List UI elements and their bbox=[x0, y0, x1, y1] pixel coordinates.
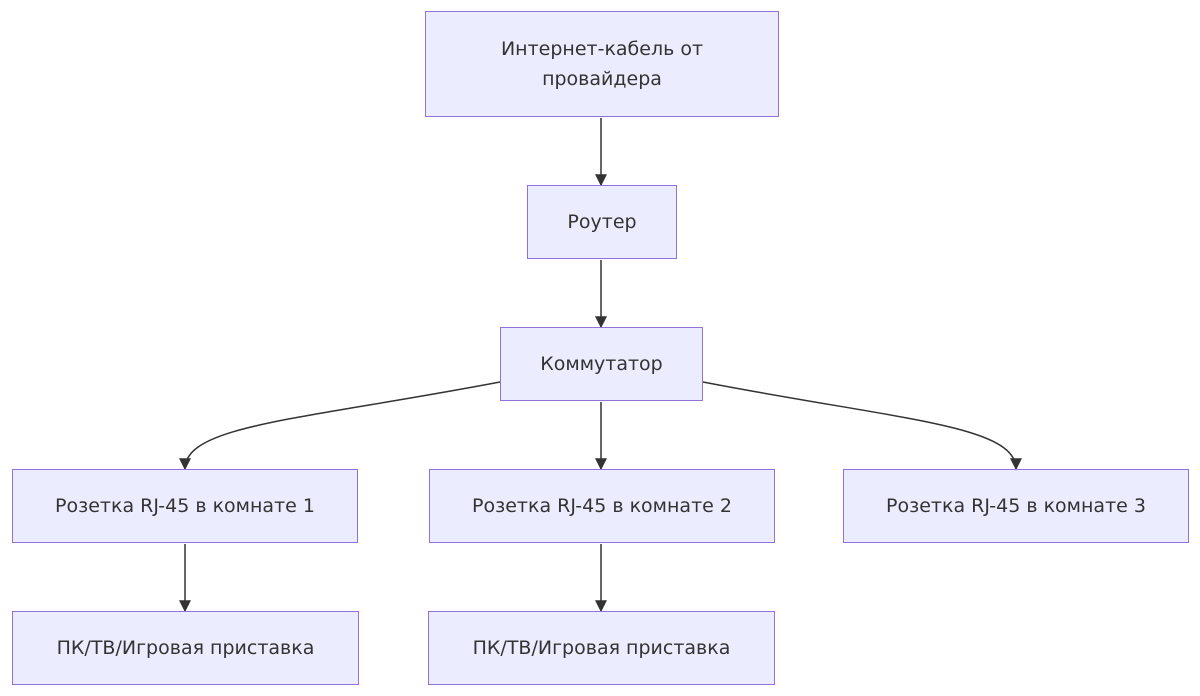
node-socket-room-1-label: Розетка RJ-45 в комнате 1 bbox=[55, 494, 315, 517]
node-device-2: ПК/ТВ/Игровая приставка bbox=[428, 611, 775, 685]
node-device-2-label: ПК/ТВ/Игровая приставка bbox=[472, 636, 731, 659]
node-internet-cable: Интернет-кабель от провайдера bbox=[425, 11, 779, 117]
node-socket-room-3: Розетка RJ-45 в комнате 3 bbox=[843, 469, 1189, 543]
edge-switch-to-socket1 bbox=[179, 381, 501, 471]
node-switch: Коммутатор bbox=[500, 327, 703, 401]
node-router-label: Роутер bbox=[567, 210, 637, 233]
node-internet-cable-label-line2: провайдера bbox=[542, 68, 662, 90]
node-socket-room-1: Розетка RJ-45 в комнате 1 bbox=[12, 469, 358, 543]
node-socket-room-2: Розетка RJ-45 в комнате 2 bbox=[429, 469, 775, 543]
node-socket-room-3-label: Розетка RJ-45 в комнате 3 bbox=[886, 494, 1146, 517]
node-router: Роутер bbox=[527, 185, 677, 259]
node-switch-label: Коммутатор bbox=[540, 352, 663, 375]
edge-switch-to-socket3 bbox=[702, 381, 1022, 471]
node-device-1-label: ПК/ТВ/Игровая приставка bbox=[56, 636, 315, 659]
node-device-1: ПК/ТВ/Игровая приставка bbox=[12, 611, 359, 685]
node-internet-cable-label: Интернет-кабель от провайдера bbox=[501, 34, 703, 95]
node-socket-room-2-label: Розетка RJ-45 в комнате 2 bbox=[472, 494, 732, 517]
node-internet-cable-label-line1: Интернет-кабель от bbox=[500, 37, 704, 60]
